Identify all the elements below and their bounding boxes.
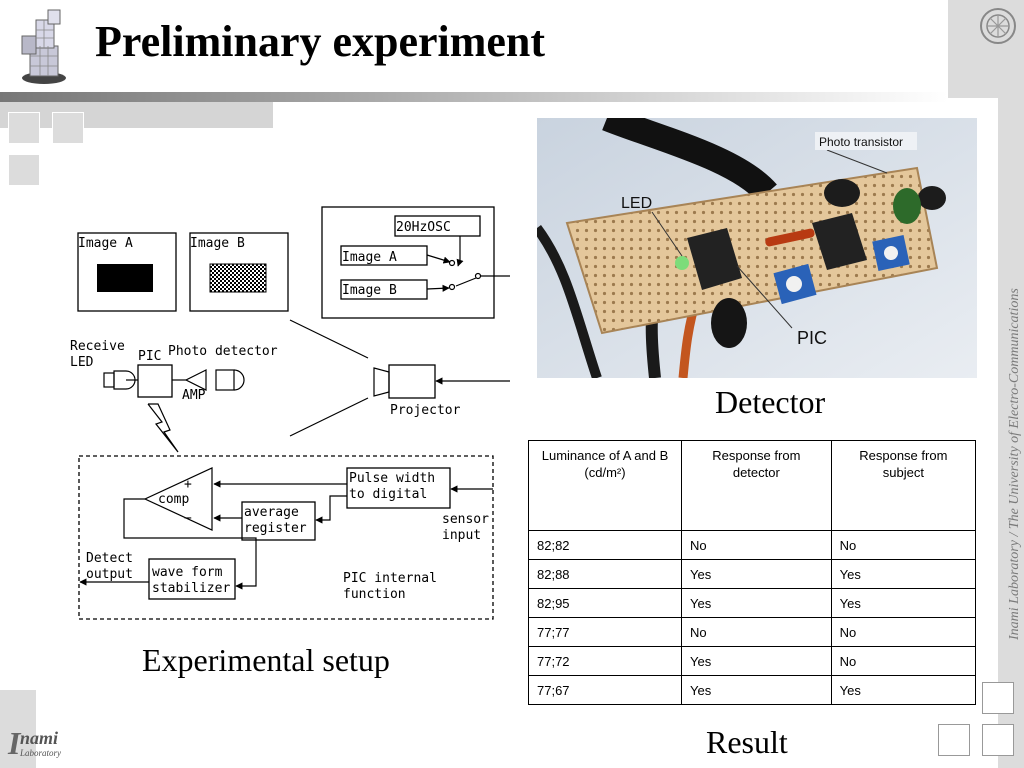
comp-plus-label: + [184, 477, 192, 492]
inami-lab-logo-icon: I nami Laboratory [7, 725, 61, 761]
table-cell: No [681, 617, 832, 647]
wave-form-box [148, 558, 236, 600]
table-cell: Yes [830, 675, 977, 705]
function-label: function [343, 587, 406, 602]
photo-detector-label: Photo detector [168, 344, 278, 359]
comp-label: comp [158, 492, 189, 507]
svg-text:Laboratory: Laboratory [19, 748, 61, 758]
projector-box [388, 364, 436, 399]
university-seal-icon [980, 8, 1016, 44]
stabilizer-label: stabilizer [152, 581, 230, 596]
table-cell: 82;82 [528, 530, 682, 560]
sensor-label: sensor [442, 512, 489, 527]
detector-photo: Photo transistor LED PIC [537, 118, 977, 378]
decor-square [52, 112, 84, 144]
decor-square [982, 724, 1014, 756]
table-cell: 82;95 [528, 588, 682, 618]
pulse-width-box [346, 467, 451, 509]
image-a-box [77, 232, 177, 312]
table-cell: 82;88 [528, 559, 682, 589]
table-cell: Yes [681, 675, 832, 705]
table-row: 77;72 Yes No [528, 646, 977, 676]
receive-label: Receive [70, 339, 125, 354]
decor-square [8, 154, 40, 186]
pic-label: PIC [138, 349, 161, 364]
photo-transistor-label: Photo transistor [819, 135, 903, 149]
title-underline-gradient [0, 92, 948, 102]
svg-text:I: I [7, 725, 22, 761]
decor-square [982, 682, 1014, 714]
table-cell: 77;67 [528, 675, 682, 705]
led-photo-label: LED [621, 195, 652, 212]
average-label: average [244, 505, 299, 520]
header-detector-response: Response from detector [681, 440, 832, 531]
table-row: 77;77 No No [528, 617, 977, 647]
table-cell: Yes [830, 588, 977, 618]
table-cell: No [830, 530, 977, 560]
osc-image-b-label: Image B [342, 283, 397, 298]
comp-minus-label: − [184, 511, 192, 526]
table-cell: Yes [681, 588, 832, 618]
amp-label: AMP [182, 388, 206, 403]
decor-square [938, 724, 970, 756]
pic-photo-label: PIC [797, 328, 827, 348]
table-row: 82;88 Yes Yes [528, 559, 977, 589]
oscillator-box [321, 206, 495, 319]
projector-label: Projector [390, 403, 461, 418]
input-label: input [442, 528, 481, 543]
result-table: Luminance of A and B (cd/m²) Response fr… [528, 440, 977, 705]
table-cell: No [681, 530, 832, 560]
pulse-width-label-2: to digital [349, 487, 427, 502]
led-label: LED [70, 355, 94, 370]
table-cell: 77;72 [528, 646, 682, 676]
osc-label: 20HzOSC [396, 220, 451, 235]
image-b-box [189, 232, 289, 312]
setup-caption: Experimental setup [142, 642, 390, 678]
pic-internal-label: PIC internal [343, 571, 437, 586]
result-caption: Result [706, 724, 788, 760]
table-cell: Yes [830, 559, 977, 589]
page-title: Preliminary experiment [95, 17, 546, 66]
osc-image-a-label: Image A [342, 250, 397, 265]
detect-label: Detect [86, 551, 133, 566]
table-header-row: Luminance of A and B (cd/m²) Response fr… [528, 440, 977, 531]
table-row: 77;67 Yes Yes [528, 675, 977, 705]
average-register-box [241, 501, 316, 541]
pic-box [137, 364, 173, 398]
pic-internal-box [78, 455, 494, 620]
wave-form-label: wave form [152, 565, 223, 580]
tower-logo-icon [21, 9, 66, 84]
image-a-label: Image A [78, 236, 133, 251]
image-b-label: Image B [190, 236, 245, 251]
header-subject-response: Response from subject [830, 440, 977, 531]
table-cell: 77;77 [528, 617, 682, 647]
table-cell: Yes [681, 646, 832, 676]
osc-20hz-box [394, 215, 481, 237]
detector-caption: Detector [715, 384, 826, 420]
svg-text:nami: nami [20, 728, 58, 748]
output-label: output [86, 567, 133, 582]
table-cell: No [830, 646, 977, 676]
lab-affiliation-vertical: Inami Laboratory / The University of Ele… [1007, 288, 1022, 640]
experimental-setup-diagram: Image A Image B 20HzOSC Image A Image B … [70, 206, 510, 620]
table-cell: Yes [681, 559, 832, 589]
register-label: register [244, 521, 307, 536]
decor-block [0, 102, 273, 128]
table-row: 82;82 No No [528, 530, 977, 560]
osc-image-b-box [340, 279, 428, 300]
header-luminance: Luminance of A and B (cd/m²) [528, 440, 682, 531]
table-row: 82;95 Yes Yes [528, 588, 977, 618]
pulse-width-label: Pulse width [349, 471, 435, 486]
table-cell: No [830, 617, 977, 647]
decor-square [8, 112, 40, 144]
